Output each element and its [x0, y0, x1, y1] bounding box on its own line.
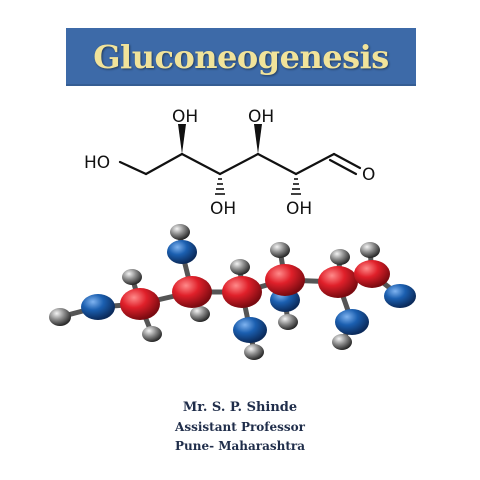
- oxygen-atom: [81, 294, 115, 320]
- hydrogen-atom: [122, 269, 142, 285]
- hydrogen-atom: [270, 242, 290, 258]
- oxygen-atom: [335, 309, 369, 335]
- carbon-atom: [318, 266, 358, 298]
- oxygen-atom: [384, 284, 416, 308]
- ball-and-stick-molecule: [49, 224, 416, 360]
- hydrogen-atom: [332, 334, 352, 350]
- oxygen-atom: [233, 317, 267, 343]
- hydrogen-atom: [230, 259, 250, 275]
- carbon-atom: [120, 288, 160, 320]
- hydroxyl-label-2: OH: [248, 107, 274, 127]
- hydrogen-atom: [190, 306, 210, 322]
- hydrogen-atom: [244, 344, 264, 360]
- hydrogen-atom: [360, 242, 380, 258]
- author-name: Mr. S. P. Shinde: [182, 400, 298, 415]
- glucose-skeletal-formula: OH OH OH OH HO O: [84, 107, 375, 219]
- hydrogen-atom: [49, 308, 71, 326]
- carbon-atom: [354, 260, 390, 288]
- hydrogen-atom: [278, 314, 298, 330]
- carbon-atom: [222, 276, 262, 308]
- author-location: Pune- Maharashtra: [174, 439, 306, 453]
- hydroxyl-label-1: OH: [172, 107, 198, 127]
- hydrogen-atom: [142, 326, 162, 342]
- oxygen-atom: [167, 240, 197, 264]
- carbon-atom: [172, 276, 212, 308]
- hydroxyl-label-4: OH: [286, 199, 312, 219]
- author-role: Assistant Professor: [175, 420, 305, 434]
- carbon-atom: [265, 264, 305, 296]
- hydroxyl-label-3: OH: [210, 199, 236, 219]
- hydrogen-atom: [170, 224, 190, 240]
- title-banner: Gluconeogenesis: [66, 28, 416, 86]
- hydrogen-atom: [330, 249, 350, 265]
- hydroxyl-label-ho: HO: [84, 153, 110, 173]
- page-title: Gluconeogenesis: [93, 38, 389, 76]
- oxygen-label: O: [362, 165, 375, 185]
